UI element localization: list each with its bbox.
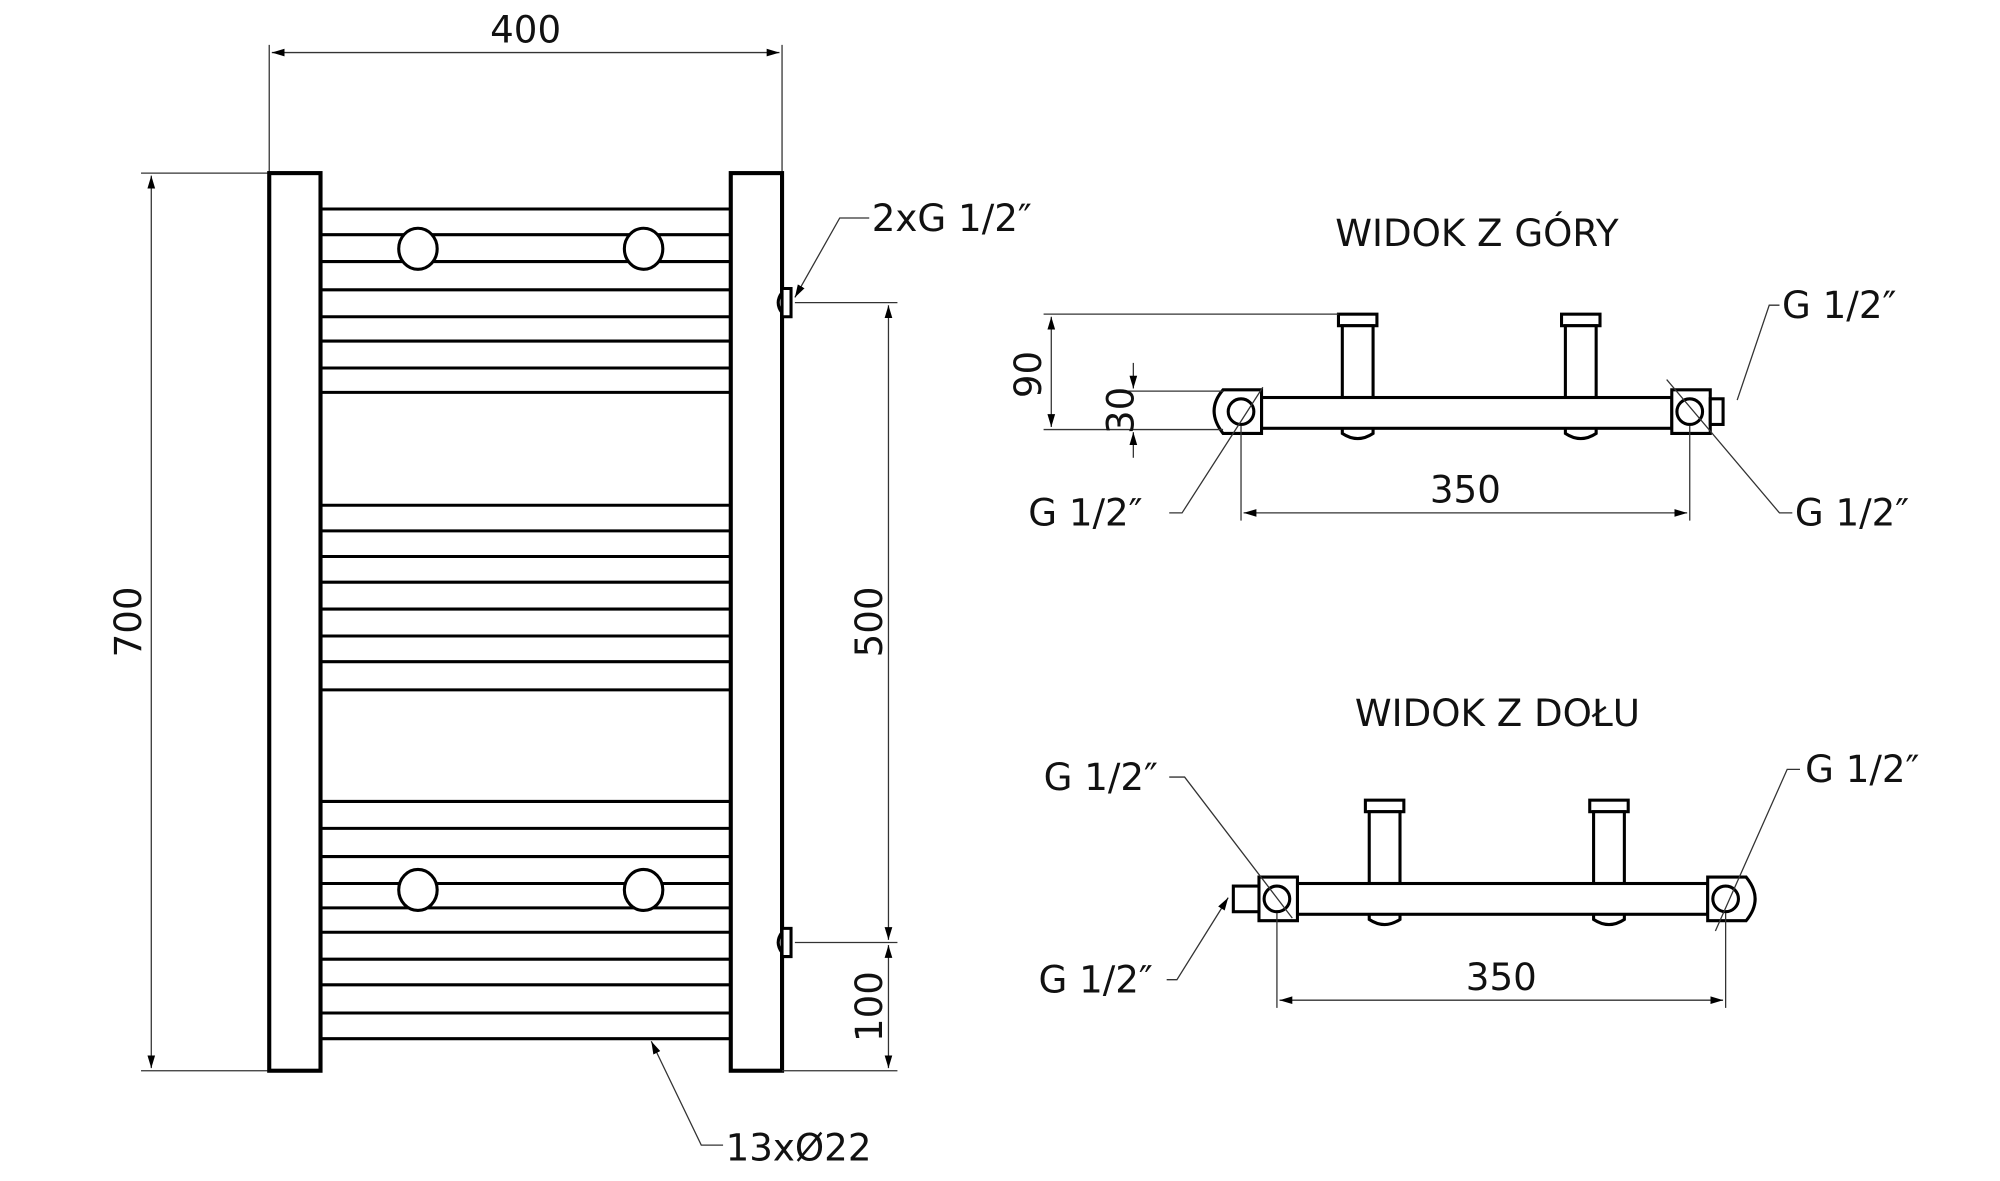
top-view-title: WIDOK Z GÓRY [1335, 211, 1619, 255]
towel-hooks [397, 226, 665, 912]
bottom-view-thread-label-right: G 1/2″ [1805, 747, 1919, 791]
left-post [267, 171, 323, 1073]
bottom-offset-label: 100 [847, 971, 891, 1042]
tubes-label: 13xØ22 [726, 1125, 872, 1169]
connection-label: 2xG 1/2″ [872, 196, 1032, 240]
bottom-view: WIDOK Z DOŁU 350 G 1/2″ G [1038, 691, 1919, 1008]
axis-spacing-dimension: 500 [794, 301, 898, 944]
bottom-view-tube [1295, 881, 1710, 916]
top-view-thread-label-left: G 1/2″ [1028, 491, 1142, 535]
hook-top-left [397, 226, 439, 271]
bottom-offset-dimension: 100 [782, 945, 898, 1072]
connection-nubs [776, 286, 793, 959]
bottom-view-axis-dimension: 350 [1276, 912, 1727, 1008]
right-post [728, 171, 785, 1073]
connection-leader: 2xG 1/2″ [794, 196, 1032, 298]
upper-connection [776, 286, 793, 319]
top-view-depth-dimensions: 90 30 [1006, 313, 1339, 458]
width-dimension: 400 [268, 7, 783, 302]
top-view-brackets [1336, 312, 1602, 441]
front-view: 400 700 500 [106, 7, 1032, 1169]
hook-bottom-left [397, 867, 439, 912]
tubes-leader: 13xØ22 [650, 1040, 872, 1169]
lower-connection [776, 926, 793, 959]
top-view-end-caps [1212, 388, 1725, 435]
top-view: WIDOK Z GÓRY 90 [1006, 211, 1909, 535]
depth-label: 90 [1006, 351, 1050, 398]
tubes [320, 207, 731, 1041]
hook-top-right [622, 226, 665, 271]
top-view-thread-label-right-top: G 1/2″ [1782, 283, 1896, 327]
top-view-tube [1260, 395, 1674, 430]
top-view-axis-dimension: 350 [1240, 425, 1691, 521]
bottom-view-thread-label-left-bottom: G 1/2″ [1038, 957, 1152, 1001]
bottom-view-title: WIDOK Z DOŁU [1355, 691, 1640, 735]
tube-depth-label: 30 [1098, 387, 1142, 434]
top-view-axis-label: 350 [1430, 468, 1501, 512]
width-label: 400 [490, 7, 561, 51]
hook-bottom-right [622, 867, 665, 912]
top-view-thread-leaders: G 1/2″ G 1/2″ G 1/2″ [1028, 283, 1909, 535]
top-view-thread-label-right-bottom: G 1/2″ [1795, 491, 1909, 535]
bottom-view-axis-label: 350 [1466, 955, 1537, 999]
axis-spacing-label: 500 [847, 586, 891, 657]
bottom-view-brackets [1363, 798, 1630, 927]
height-label: 700 [106, 586, 150, 657]
bottom-view-thread-label-left-top: G 1/2″ [1044, 755, 1158, 799]
bottom-view-thread-leaders: G 1/2″ G 1/2″ G 1/2″ [1038, 747, 1919, 1001]
height-dimension: 700 [106, 172, 270, 1072]
